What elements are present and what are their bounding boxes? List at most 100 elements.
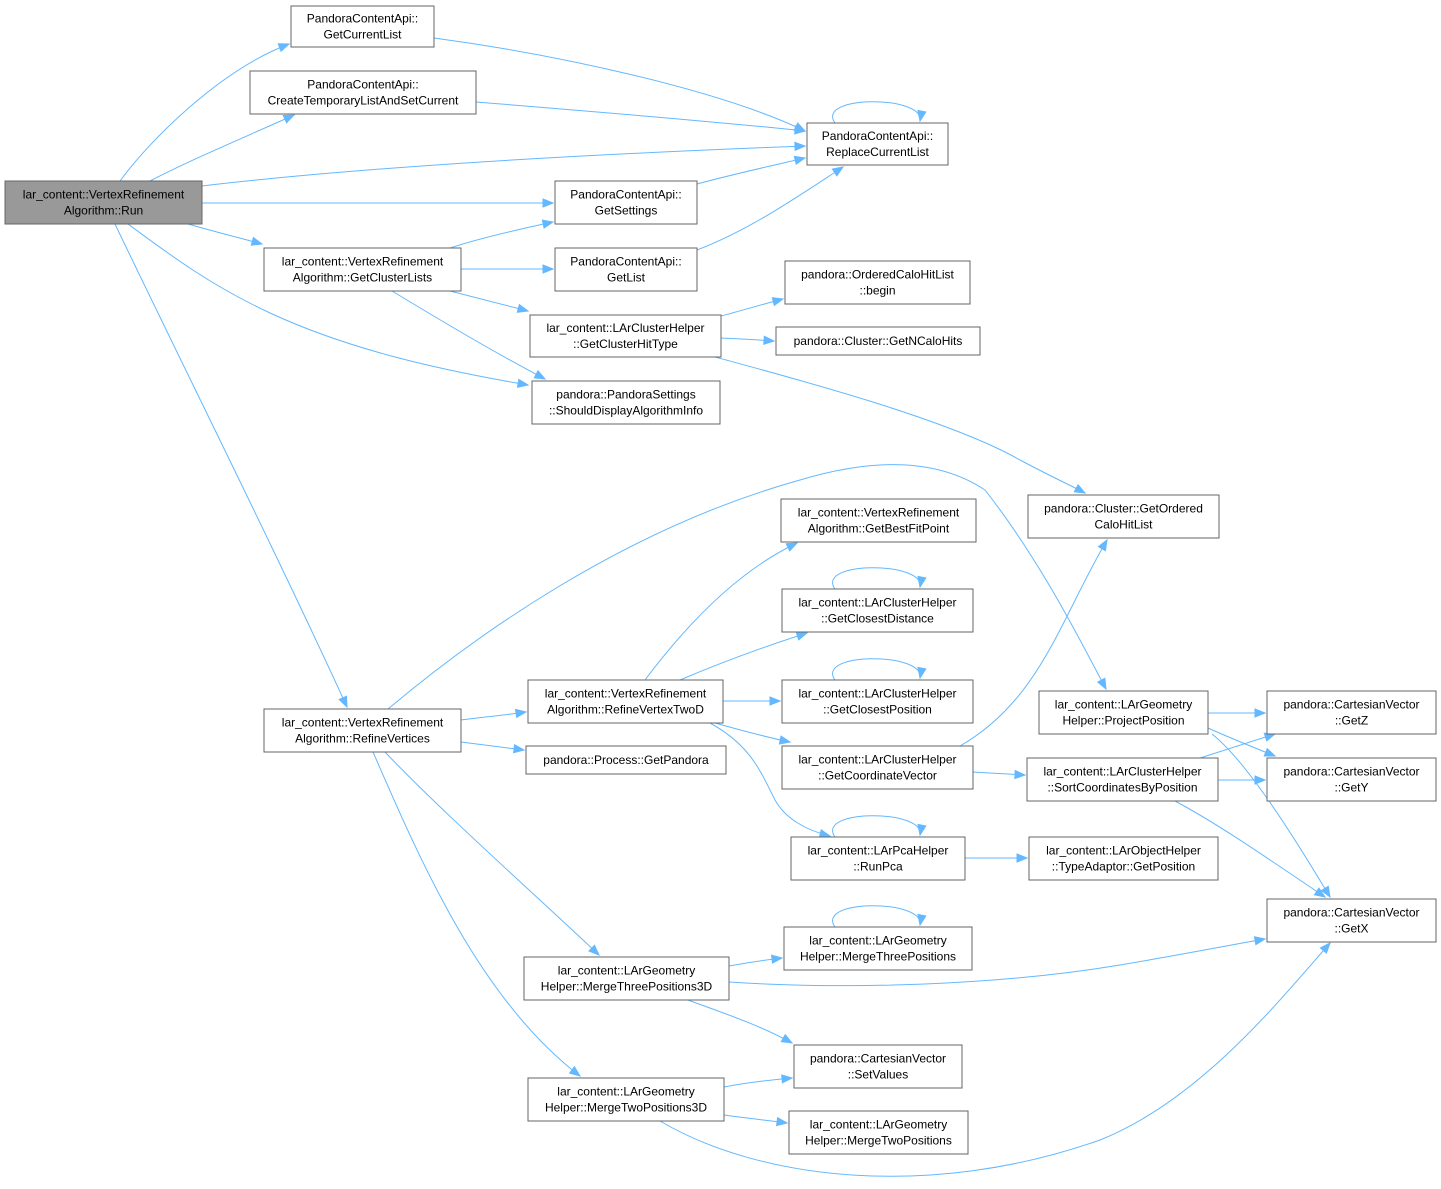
node-getClusterLists[interactable]: lar_content::VertexRefinementAlgorithm::…: [263, 247, 462, 292]
node-getClosestPosition[interactable]: lar_content::LArClusterHelper::GetCloses…: [781, 679, 974, 724]
node-label-line: Helper::ProjectPosition: [1062, 714, 1184, 728]
edge-line: [201, 145, 806, 187]
node-mergeTwo3D[interactable]: lar_content::LArGeometryHelper::MergeTwo…: [527, 1077, 725, 1122]
edge-line: [449, 221, 554, 249]
node-getBestFitPoint[interactable]: lar_content::VertexRefinementAlgorithm::…: [780, 498, 977, 543]
node-box: [1266, 898, 1437, 943]
edge-refineVertexTwoD-to-getClosestPosition: [723, 696, 782, 706]
node-refineVertices[interactable]: lar_content::VertexRefinementAlgorithm::…: [263, 708, 462, 753]
edge-line: [187, 223, 263, 245]
call-nodes: lar_content::VertexRefinementAlgorithm::…: [4, 5, 1437, 1155]
node-runPca[interactable]: lar_content::LArPcaHelper::RunPca: [790, 836, 966, 881]
edge-runPca-to-runPca: [832, 815, 927, 838]
edge-getClusterLists-to-getClusterHitType: [449, 290, 530, 313]
edge-line: [709, 722, 831, 837]
edge-arrowhead: [541, 219, 555, 229]
edge-mergeTwo3D-to-setValues: [723, 1074, 794, 1088]
node-run[interactable]: lar_content::VertexRefinementAlgorithm::…: [4, 180, 203, 225]
edge-line: [127, 223, 529, 386]
edge-run-to-shouldDisplay: [127, 223, 530, 388]
edge-arrowhead: [818, 828, 832, 839]
edge-line: [696, 166, 844, 251]
edge-line: [687, 999, 793, 1044]
edge-arrowhead: [1254, 708, 1267, 718]
node-getClusterHitType[interactable]: lar_content::LArClusterHelper::GetCluste…: [529, 314, 722, 358]
edge-line: [696, 157, 806, 185]
node-replaceCurrentList[interactable]: PandoraContentApi::ReplaceCurrentList: [806, 122, 949, 166]
node-getY[interactable]: pandora::CartesianVector::GetY: [1266, 757, 1437, 802]
node-box: [1028, 836, 1219, 881]
edge-line: [728, 938, 1266, 987]
edge-line: [659, 942, 1331, 1177]
node-getCoordinateVector[interactable]: lar_content::LArClusterHelper::GetCoordi…: [781, 745, 974, 790]
node-label-line: PandoraContentApi::: [822, 129, 933, 143]
node-label-line: ::GetY: [1334, 781, 1368, 795]
edge-getCurrentList-to-replaceCurrentList: [433, 37, 807, 132]
edge-line: [384, 751, 600, 956]
node-sortCoords[interactable]: lar_content::LArClusterHelper::SortCoord…: [1026, 757, 1219, 802]
node-label-line: lar_content::LArClusterHelper: [798, 753, 956, 767]
node-label-line: lar_content::LArGeometry: [1055, 698, 1192, 712]
node-getSettings[interactable]: PandoraContentApi::GetSettings: [554, 180, 698, 225]
edge-createTemp-to-replaceCurrentList: [475, 101, 807, 135]
node-refineVertexTwoD[interactable]: lar_content::VertexRefinementAlgorithm::…: [527, 679, 724, 724]
node-mergeTwoPositions[interactable]: lar_content::LArGeometryHelper::MergeTwo…: [788, 1110, 969, 1155]
edge-line: [714, 356, 1086, 494]
edge-line: [433, 37, 806, 132]
node-label-line: GetList: [607, 271, 646, 285]
node-typeAdaptor[interactable]: lar_content::LArObjectHelper::TypeAdapto…: [1028, 836, 1219, 881]
node-label-line: pandora::OrderedCaloHitList: [801, 268, 954, 282]
node-mergeThree3D[interactable]: lar_content::LArGeometryHelper::MergeThr…: [523, 956, 730, 1001]
edge-arrowhead: [516, 303, 530, 313]
edge-refineVertices-to-projectPosition: [387, 464, 1107, 710]
node-getClosestDistance[interactable]: lar_content::LArClusterHelper::GetCloses…: [781, 588, 974, 633]
edge-arrowhead: [785, 542, 799, 552]
node-getList[interactable]: PandoraContentApi::GetList: [554, 247, 698, 292]
edge-arrowhead: [514, 708, 528, 719]
edge-getCoordinateVector-to-getOrderedCaloHitList: [959, 538, 1108, 747]
node-box: [554, 180, 698, 225]
node-label-line: lar_content::VertexRefinement: [545, 687, 707, 701]
edge-refineVertexTwoD-to-getBestFitPoint: [644, 542, 799, 681]
edge-projectPosition-to-getY: [1207, 727, 1277, 757]
edge-refineVertices-to-getPandora: [460, 741, 526, 754]
node-label-line: Algorithm::RefineVertexTwoD: [547, 703, 704, 717]
edge-getClusterHitType-to-orderedBegin: [720, 297, 785, 317]
node-getZ[interactable]: pandora::CartesianVector::GetZ: [1266, 690, 1437, 735]
node-label-line: ::GetZ: [1335, 714, 1368, 728]
edge-run-to-getClusterLists: [187, 223, 264, 246]
edge-getClusterHitType-to-getNCaloHits: [720, 335, 776, 345]
node-label-line: pandora::Cluster::GetOrdered: [1044, 502, 1203, 516]
edge-arrowhead: [542, 198, 555, 208]
edge-getCoordinateVector-to-sortCoords: [972, 769, 1027, 780]
node-box: [806, 122, 949, 166]
node-orderedBegin[interactable]: pandora::OrderedCaloHitList::begin: [784, 260, 971, 305]
edge-refineVertexTwoD-to-getClosestDistance: [679, 631, 809, 681]
edge-arrowhead: [1014, 769, 1027, 780]
node-getPandora[interactable]: pandora::Process::GetPandora: [525, 745, 727, 775]
node-createTemp[interactable]: PandoraContentApi::CreateTemporaryListAn…: [249, 70, 477, 115]
node-mergeThreePositions[interactable]: lar_content::LArGeometryHelper::MergeThr…: [783, 926, 973, 971]
node-getX[interactable]: pandora::CartesianVector::GetX: [1266, 898, 1437, 943]
node-setValues[interactable]: pandora::CartesianVector::SetValues: [793, 1044, 963, 1089]
edge-line: [114, 223, 348, 708]
node-label-line: lar_content::VertexRefinement: [282, 716, 444, 730]
edge-arrowhead: [250, 236, 264, 246]
edge-arrowhead: [794, 125, 807, 135]
node-getNCaloHits[interactable]: pandora::Cluster::GetNCaloHits: [775, 326, 981, 356]
node-getCurrentList[interactable]: PandoraContentApi::GetCurrentList: [290, 5, 435, 48]
edge-line: [391, 290, 546, 380]
edge-line: [1199, 733, 1276, 759]
node-projectPosition[interactable]: lar_content::LArGeometryHelper::ProjectP…: [1038, 690, 1209, 735]
edge-run-to-getCurrentList: [119, 43, 291, 182]
node-label-line: PandoraContentApi::: [570, 255, 681, 269]
edge-line: [832, 658, 921, 681]
node-box: [1266, 757, 1437, 802]
node-label-line: lar_content::LArClusterHelper: [798, 687, 956, 701]
node-label-line: Algorithm::GetClusterLists: [293, 271, 432, 285]
edge-arrowhead: [1097, 538, 1108, 552]
node-shouldDisplay[interactable]: pandora::PandoraSettings::ShouldDisplayA…: [531, 380, 721, 425]
edge-arrowhead: [771, 297, 785, 307]
